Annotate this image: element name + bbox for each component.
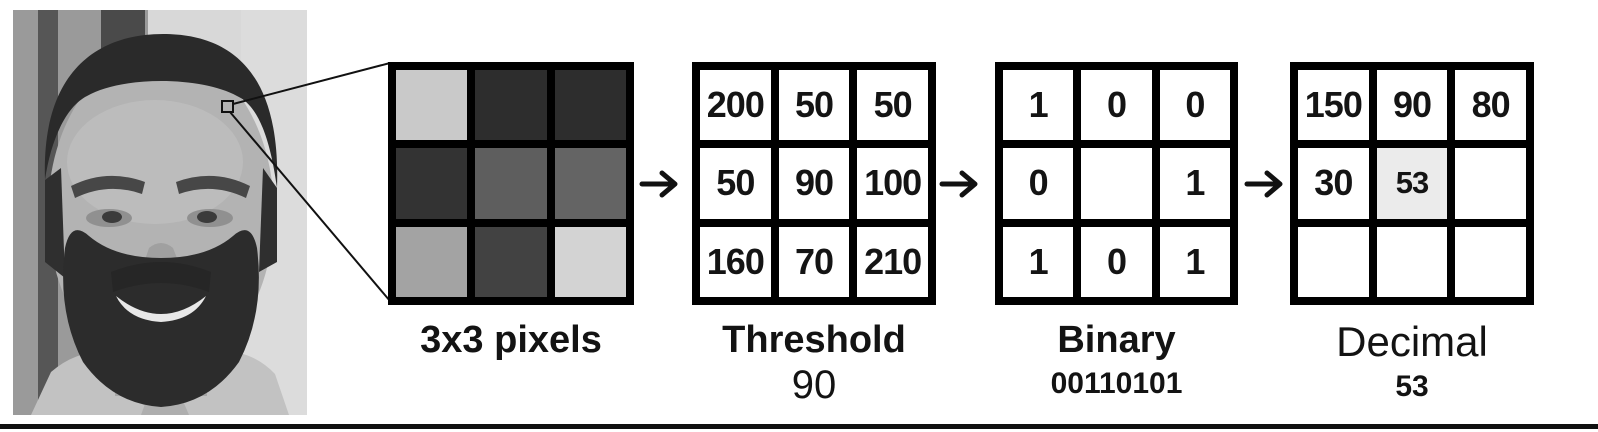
decimal-cell-result: 53 xyxy=(1376,148,1448,219)
threshold-cell: 90 xyxy=(778,148,850,219)
pixel-cell xyxy=(475,226,547,297)
decimal-cell: 30 xyxy=(1298,148,1369,219)
decimal-cell xyxy=(1455,148,1526,219)
threshold-cell: 50 xyxy=(857,70,928,141)
decimal-cell: 150 xyxy=(1298,70,1369,141)
threshold-label: Threshold xyxy=(722,319,906,361)
binary-cell: 1 xyxy=(1003,70,1074,141)
arrow-right-icon xyxy=(939,166,979,202)
face-photo-art xyxy=(13,10,307,415)
pixel-cell xyxy=(396,148,468,219)
pixel-cell xyxy=(396,226,468,297)
threshold-value: 90 xyxy=(791,363,837,407)
stage-3x3-pixels: 3x3 pixels xyxy=(388,62,634,359)
decimal-cell xyxy=(1298,226,1369,297)
pixel-cell xyxy=(396,70,468,141)
binary-cell: 0 xyxy=(1003,148,1074,219)
decimal-cell xyxy=(1455,226,1526,297)
binary-cell: 1 xyxy=(1159,148,1230,219)
binary-cell: 0 xyxy=(1081,226,1152,297)
bottom-divider xyxy=(0,424,1598,429)
arrow-right-icon xyxy=(639,166,679,202)
decimal-cell: 90 xyxy=(1376,70,1448,141)
pixels-label: 3x3 pixels xyxy=(420,319,602,361)
stage-decimal: 150 90 80 30 53 Decimal 53 xyxy=(1290,62,1534,402)
threshold-cell: 160 xyxy=(700,226,771,297)
pixel-grid xyxy=(388,62,634,305)
binary-string: 00110101 xyxy=(1050,367,1183,400)
pixel-cell xyxy=(554,148,626,219)
pixel-cell xyxy=(554,226,626,297)
binary-cell: 0 xyxy=(1159,70,1230,141)
binary-cell: 1 xyxy=(1003,226,1074,297)
decimal-value: 53 xyxy=(1395,370,1429,403)
threshold-cell: 200 xyxy=(700,70,771,141)
decimal-grid: 150 90 80 30 53 xyxy=(1290,62,1534,305)
stage-threshold: 200 50 50 50 90 100 160 70 210 Threshold… xyxy=(692,62,936,405)
decimal-cell: 80 xyxy=(1455,70,1526,141)
binary-cell: 0 xyxy=(1081,70,1152,141)
binary-cell-center-empty xyxy=(1081,148,1152,219)
threshold-cell: 70 xyxy=(778,226,850,297)
pixel-cell xyxy=(475,148,547,219)
binary-cell: 1 xyxy=(1159,226,1230,297)
binary-grid: 1 0 0 0 1 1 0 1 xyxy=(995,62,1238,305)
threshold-cell: 50 xyxy=(778,70,850,141)
stage-binary: 1 0 0 0 1 1 0 1 Binary 00110101 xyxy=(995,62,1238,399)
decimal-cell xyxy=(1376,226,1448,297)
threshold-cell: 50 xyxy=(700,148,771,219)
threshold-grid: 200 50 50 50 90 100 160 70 210 xyxy=(692,62,936,305)
face-photo xyxy=(13,10,307,415)
threshold-cell: 210 xyxy=(857,226,928,297)
arrow-right-icon xyxy=(1244,166,1284,202)
pixel-cell xyxy=(475,70,547,141)
threshold-cell: 100 xyxy=(857,148,928,219)
binary-label: Binary xyxy=(1057,319,1176,361)
pixel-cell xyxy=(554,70,626,141)
decimal-label: Decimal xyxy=(1336,318,1488,365)
